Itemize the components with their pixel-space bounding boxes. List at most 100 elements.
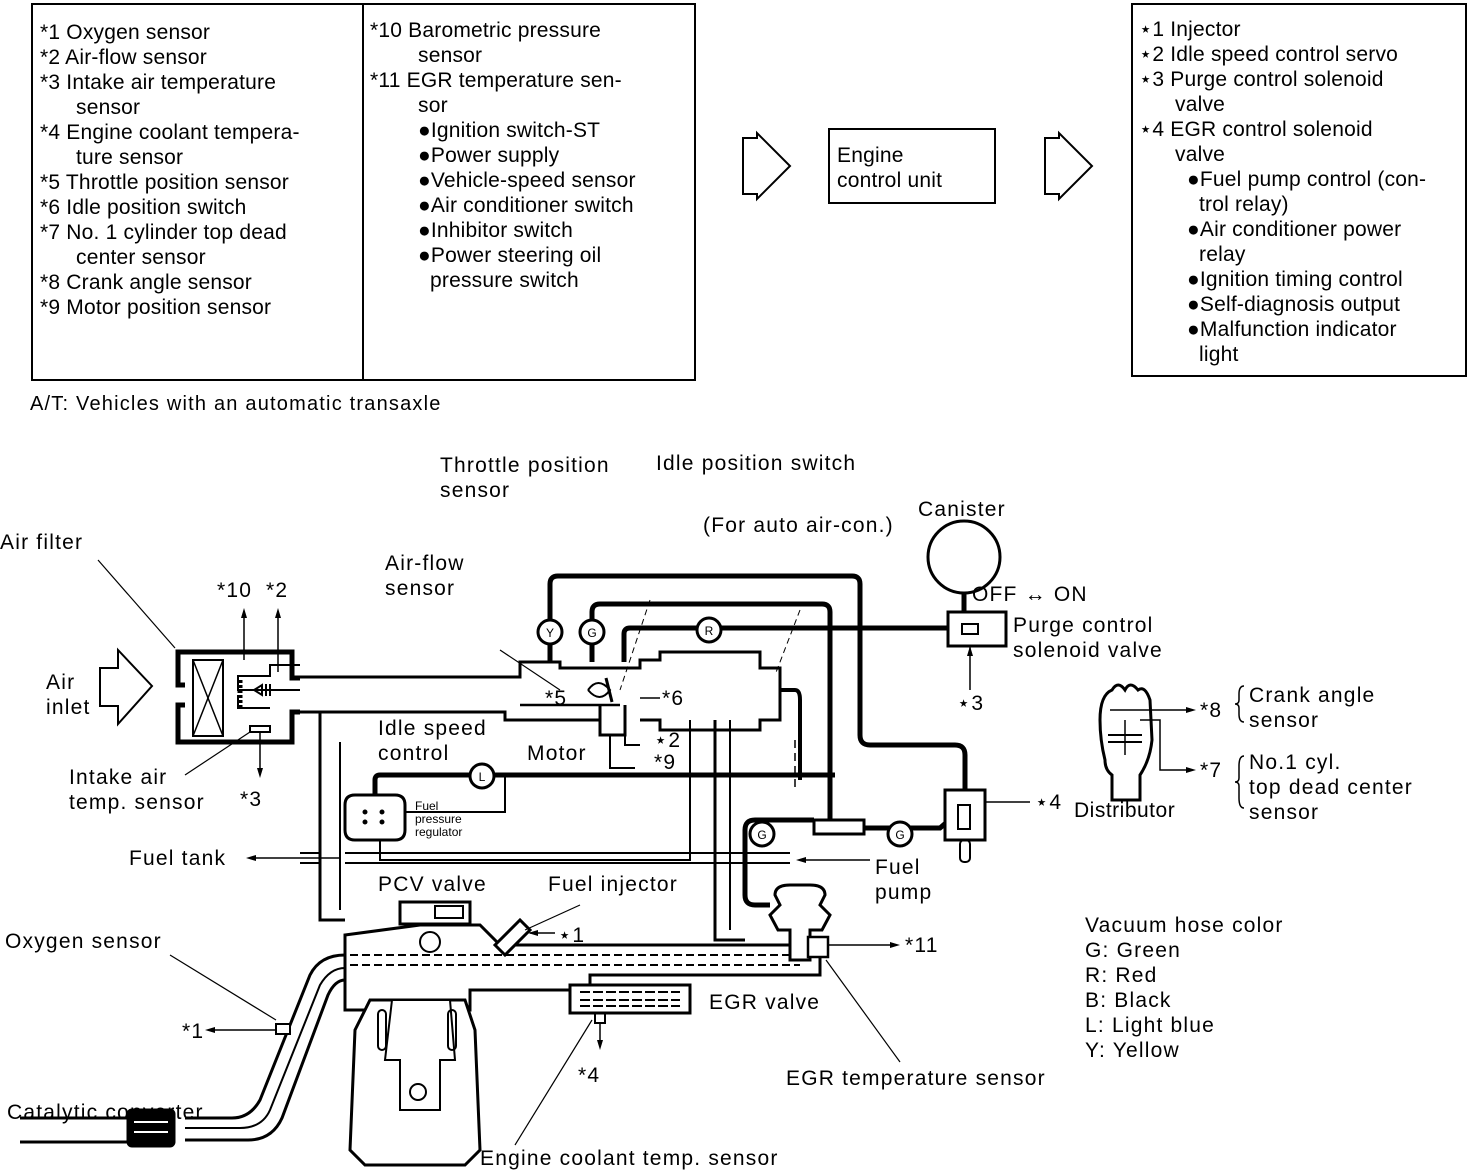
label-airflow-2: sensor (385, 577, 456, 600)
label-idle-speed-1: Idle speed (378, 717, 487, 740)
ecu-label-line1: Engine (837, 144, 904, 167)
vacuum-hose-legend: Vacuum hose color G: Green R: Red B: Bla… (1085, 913, 1284, 1063)
list-item: *4 Engine coolant tempera- (40, 121, 300, 144)
label-throttle-2: sensor (440, 479, 511, 502)
label-ref10: *10 (217, 579, 253, 602)
hose-tag-light-blue: L (468, 762, 496, 790)
list-item: *8 Crank angle sensor (40, 271, 252, 294)
label-ref4-right: ⋆4 (1035, 791, 1063, 814)
ecu-label-line2: control unit (837, 169, 943, 192)
air-filter-leader (97, 559, 176, 649)
label-fuel-tank: Fuel tank (129, 847, 227, 870)
list-item: *11 EGR temperature sen- (370, 69, 622, 92)
fuel-pressure-regulator (343, 793, 407, 842)
label-off-on: OFF ↔ ON (972, 583, 1088, 606)
list-item: sor (418, 94, 448, 117)
list-item: ⋆3 Purge control solenoid (1139, 68, 1384, 91)
intake-air-leader (184, 731, 251, 776)
list-item: *9 Motor position sensor (40, 296, 272, 319)
svg-text:G: G (757, 828, 766, 842)
throttle-body (550, 650, 782, 732)
label-ref3-right: ⋆3 (957, 692, 985, 715)
label-for-auto-aircon: (For auto air-con.) (703, 514, 894, 537)
legend-item-green: G: Green (1085, 939, 1181, 962)
label-airflow-1: Air-flow (385, 552, 465, 575)
hose-tag-green-2: G (748, 820, 776, 848)
list-item: ●Vehicle-speed sensor (418, 169, 636, 192)
label-idle-speed-2: control (378, 742, 450, 765)
legend-item-black: B: Black (1085, 989, 1172, 1012)
list-item: ●Malfunction indicator (1187, 318, 1397, 341)
list-item: ●Fuel pump control (con- (1187, 168, 1427, 191)
label-motor: Motor (527, 742, 587, 765)
catalytic-converter (126, 1108, 176, 1148)
flow-arrow-to-ecu (742, 130, 792, 202)
label-ref5: *5 (545, 687, 568, 710)
vacuum-hose-light-blue (372, 772, 835, 795)
label-intake-air-2: temp. sensor (69, 791, 205, 814)
svg-text:L: L (479, 770, 486, 784)
label-fuel-injector: Fuel injector (548, 873, 678, 896)
label-throttle-1: Throttle position (440, 454, 610, 477)
egr-control-solenoid-valve (943, 788, 987, 842)
list-item: *6 Idle position switch (40, 196, 247, 219)
list-item: ●Ignition switch-ST (418, 119, 601, 142)
output-list-actuators: ⋆1 Injector⋆2 Idle speed control servo⋆3… (1139, 17, 1426, 367)
flow-arrow-from-ecu (1044, 130, 1094, 202)
label-pcv-valve: PCV valve (378, 873, 487, 896)
label-ref1-o2: *1 (182, 1020, 205, 1043)
label-tdc-3: sensor (1249, 801, 1320, 824)
svg-text:R: R (705, 624, 714, 638)
label-ref9: *9 (654, 751, 677, 774)
list-item: valve (1175, 143, 1226, 166)
egr-temp-sensor (806, 935, 830, 959)
list-item: ●Self-diagnosis output (1187, 293, 1401, 316)
label-egr-temp-sensor: EGR temperature sensor (786, 1067, 1046, 1090)
list-item: ●Inhibitor switch (418, 219, 573, 242)
list-item: ⋆2 Idle speed control servo (1139, 43, 1399, 66)
input-list-sensors: *1 Oxygen sensor*2 Air-flow sensor*3 Int… (40, 20, 300, 320)
label-oxygen-sensor: Oxygen sensor (5, 930, 162, 953)
oxygen-sensor (275, 1023, 291, 1035)
label-ref2-top: *2 (266, 579, 289, 602)
svg-text:G: G (587, 626, 596, 640)
list-item: center sensor (76, 246, 206, 269)
label-tdc-2: top dead center (1249, 776, 1413, 799)
label-air-filter: Air filter (0, 531, 84, 554)
fuel-injector (492, 917, 533, 958)
hose-tag-green-3: G (886, 820, 914, 848)
label-ref7: *7 (1200, 759, 1223, 782)
list-item: sensor (418, 44, 483, 67)
legend-title: Vacuum hose color (1085, 914, 1284, 937)
list-item: ●Air conditioner power (1187, 218, 1402, 241)
list-item: light (1199, 343, 1239, 366)
label-purge-1: Purge control (1013, 614, 1154, 637)
list-item: *10 Barometric pressure (370, 19, 602, 42)
label-idle-position-switch: Idle position switch (656, 452, 857, 475)
list-item: ●Power steering oil (418, 244, 602, 267)
label-fpr-3: regulator (415, 825, 463, 839)
label-ref8: *8 (1200, 699, 1223, 722)
label-canister: Canister (918, 498, 1006, 521)
list-item: ⋆4 EGR control solenoid (1139, 118, 1373, 141)
block-flow-arrows (742, 130, 1094, 202)
label-intake-air-1: Intake air (69, 766, 168, 789)
exhaust-pipe (185, 953, 346, 1120)
egr-hose (780, 688, 802, 780)
legend-item-light-blue: L: Light blue (1085, 1014, 1216, 1037)
label-ref6: *6 (662, 687, 685, 710)
piston (383, 999, 457, 1111)
label-distributor: Distributor (1074, 799, 1176, 822)
label-ref4-bottom: *4 (578, 1064, 601, 1087)
label-ref2-motor: ⋆2 (654, 729, 682, 752)
hose-tag-green-1: G (578, 618, 606, 646)
label-tdc-1: No.1 cyl. (1249, 751, 1342, 774)
label-catalytic-converter: Catalytic converter (7, 1101, 204, 1124)
list-item: ture sensor (76, 146, 184, 169)
vacuum-hose-green-upper (589, 601, 833, 800)
output-actuators-box (1131, 3, 1467, 377)
label-egr-valve: EGR valve (709, 991, 821, 1014)
list-item: *1 Oxygen sensor (40, 21, 211, 44)
